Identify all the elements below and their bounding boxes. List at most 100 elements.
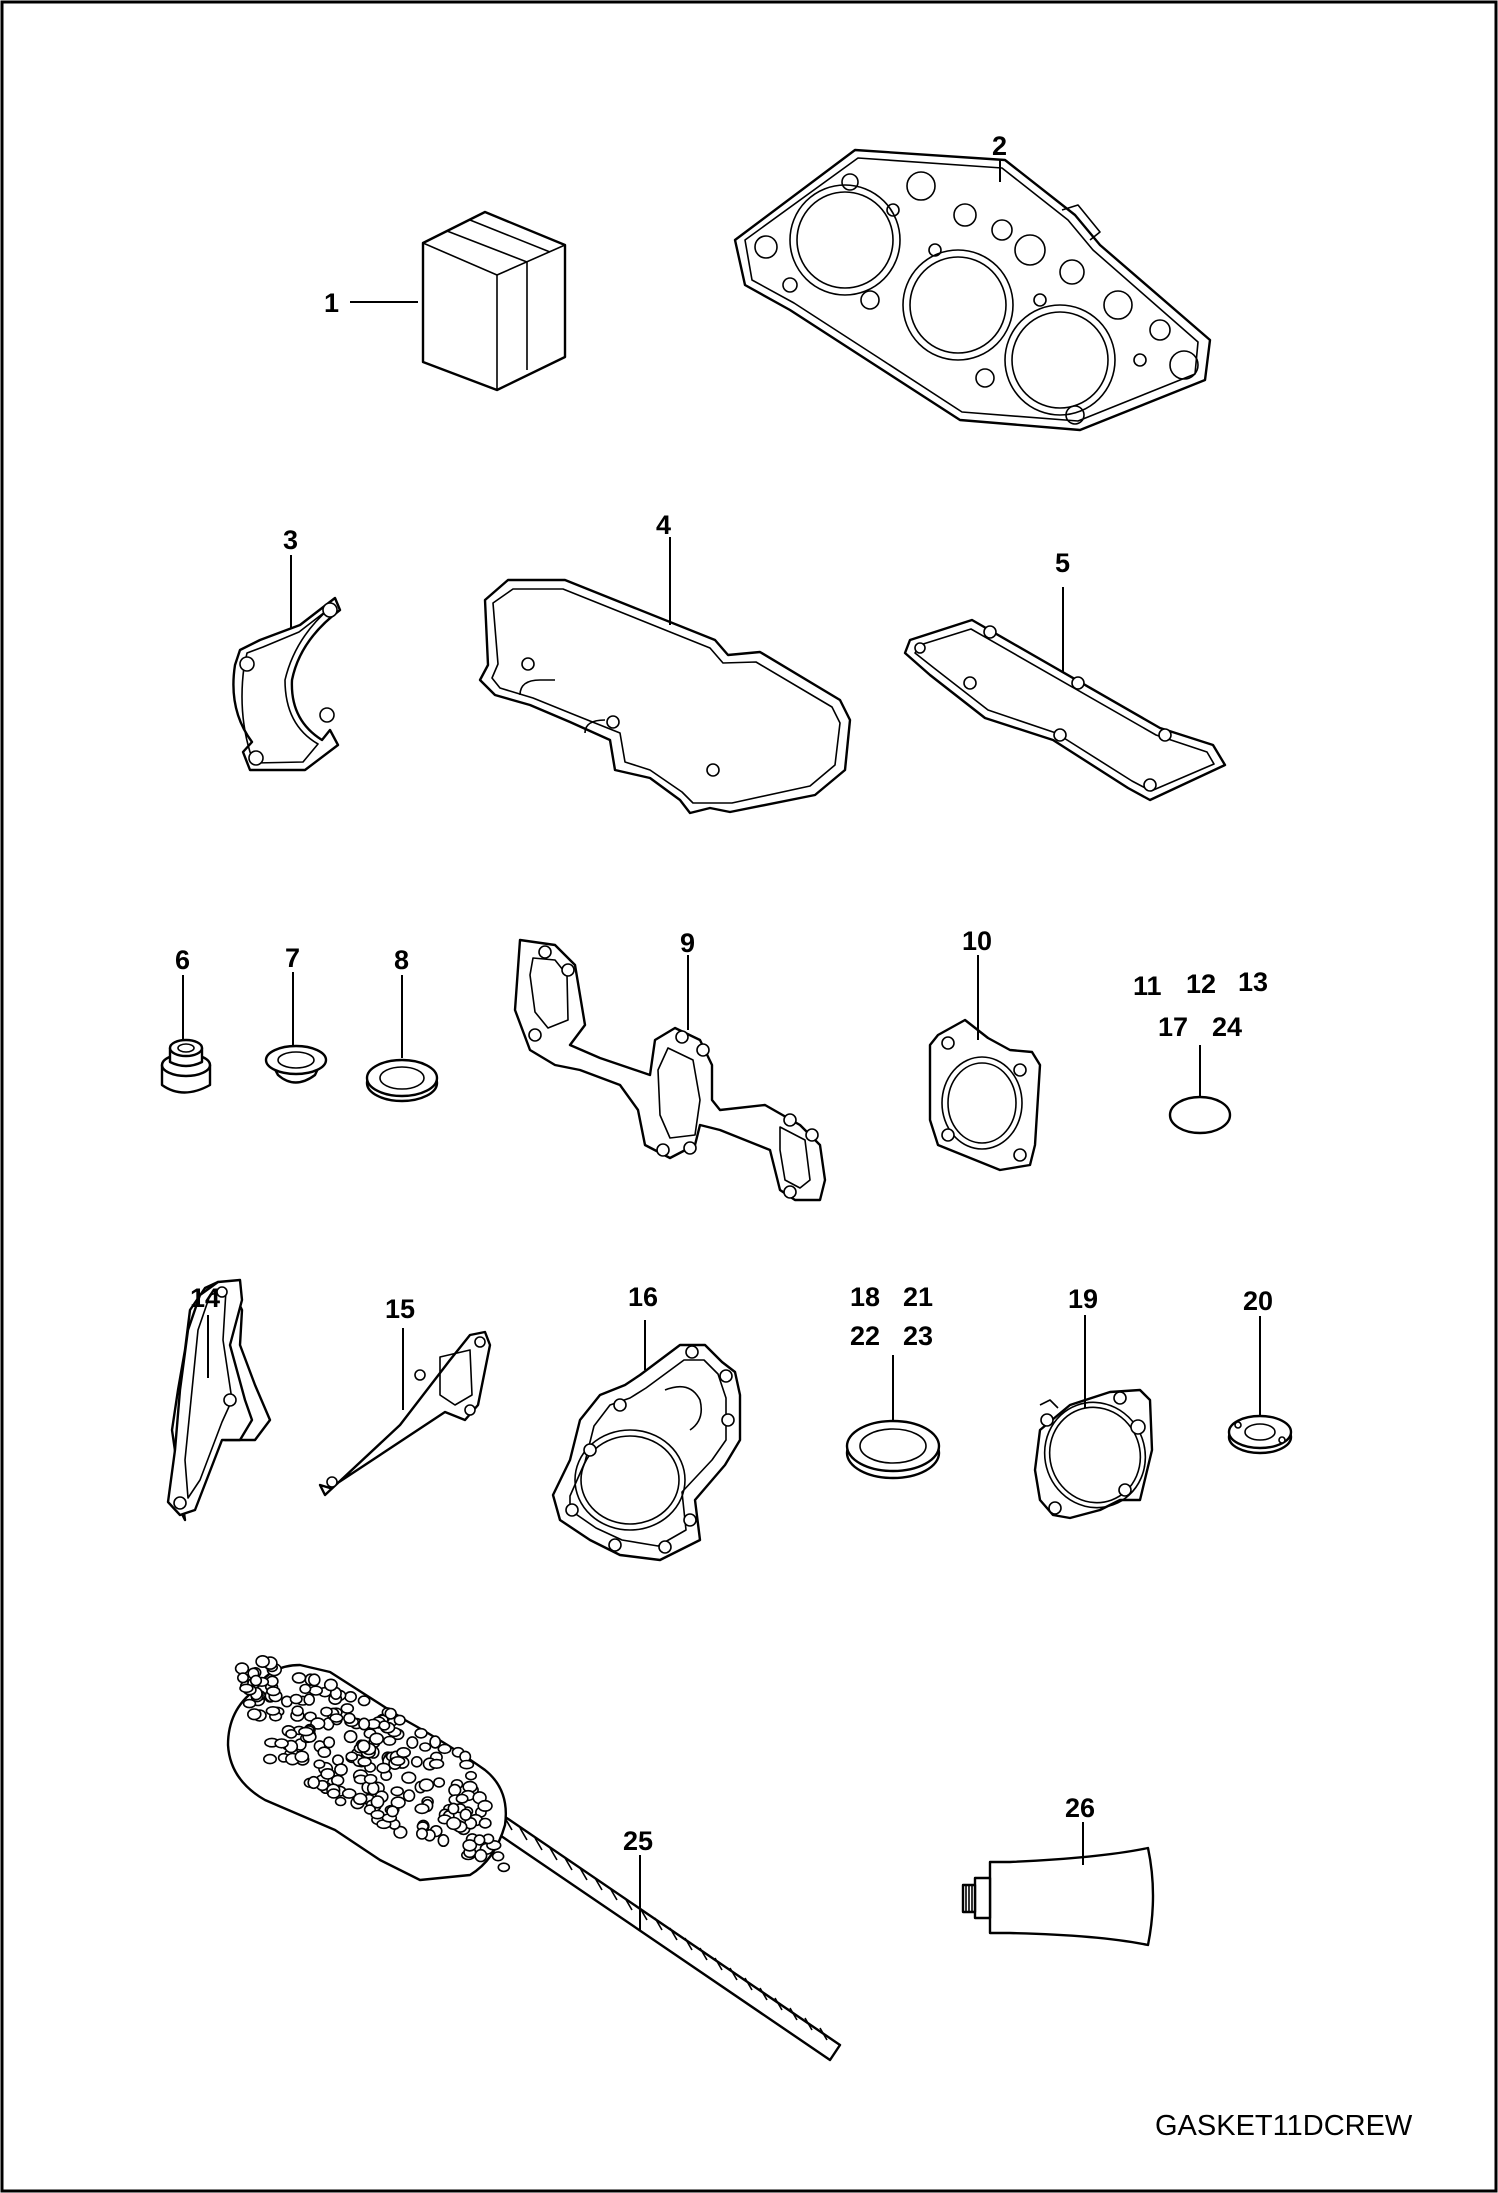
square-flange-gasket-icon xyxy=(928,1018,1042,1172)
callout-1: 1 xyxy=(324,288,339,318)
brush-bristle-bead xyxy=(459,1759,475,1770)
water-pump-gasket-icon xyxy=(551,1343,742,1562)
small-bracket-gasket-icon xyxy=(166,1278,272,1522)
brush-bristle-bead xyxy=(414,1803,430,1815)
brush-bristle-bead xyxy=(393,1825,408,1839)
brush-bristle-bead xyxy=(414,1727,428,1739)
brush-bristle-bead xyxy=(357,1739,371,1753)
brush-bristle-bead xyxy=(369,1732,384,1746)
sealant-tube-icon xyxy=(961,1846,1155,1947)
brush-bristle-bead xyxy=(366,1781,380,1796)
rocker-cover-gasket-icon xyxy=(478,578,852,815)
callout-25: 25 xyxy=(623,1826,653,1856)
callout-7: 7 xyxy=(285,943,300,973)
brush-bristle-bead xyxy=(344,1691,357,1703)
brush-bristle-bead xyxy=(464,1770,477,1781)
brush-bristle-bead xyxy=(386,1805,399,1818)
brush-bristle-bead xyxy=(313,1759,326,1769)
brush-bristle-bead xyxy=(294,1750,310,1763)
brush-bristle-bead xyxy=(262,1753,277,1765)
triangular-gasket-icon xyxy=(318,1330,492,1497)
brush-bristle-bead xyxy=(477,1799,493,1812)
brush-bristle-bead xyxy=(320,1768,336,1780)
flat-washer-icon xyxy=(1227,1414,1293,1455)
brush-bristle-bead xyxy=(340,1703,355,1714)
brush-bristle-bead xyxy=(410,1756,423,1768)
brush-bristle-bead xyxy=(402,1789,416,1802)
brush-bristle-bead xyxy=(327,1788,341,1799)
brush-bristle-bead xyxy=(249,1674,263,1687)
brush-bristle-bead xyxy=(266,1686,281,1697)
brush-bristle-bead xyxy=(234,1662,250,1675)
brush-bristle-bead xyxy=(390,1796,406,1809)
brush-bristle-bead xyxy=(298,1726,314,1737)
c-shaped-gasket-icon xyxy=(232,596,342,772)
brush-bristle-bead xyxy=(320,1706,333,1717)
brush-bristle-bead xyxy=(418,1778,435,1792)
brush-bristle-bead xyxy=(396,1747,411,1759)
callout-16: 16 xyxy=(628,1282,658,1312)
strip-gasket-icon xyxy=(903,618,1227,802)
brush-bristle-bead xyxy=(497,1862,511,1873)
brush-bristle-bead xyxy=(237,1672,250,1684)
exhaust-manifold-gasket-icon xyxy=(513,938,827,1202)
round-flange-gasket-icon xyxy=(1033,1388,1154,1520)
callout-8: 8 xyxy=(394,945,409,975)
brush-bristle-bead xyxy=(491,1851,505,1862)
grommet-icon xyxy=(264,1044,328,1084)
brush-bristle-bead xyxy=(474,1848,488,1863)
brush-bristle-bead xyxy=(358,1717,371,1731)
callout-26: 26 xyxy=(1065,1793,1095,1823)
brush-bristle-bead xyxy=(255,1655,270,1669)
callout-12: 12 xyxy=(1186,969,1216,999)
brush-bristle-bead xyxy=(323,1736,336,1749)
callout-11: 11 xyxy=(1133,971,1162,1001)
brush-bristle-bead xyxy=(376,1762,391,1774)
brush-bristle-bead xyxy=(459,1808,472,1821)
brush-bristle-bead xyxy=(341,1788,357,1799)
brush-bristle-bead xyxy=(317,1746,332,1758)
o-ring-disc-icon xyxy=(1168,1095,1232,1135)
brush-bristle-bead xyxy=(448,1783,462,1797)
cylinder-head-gasket-icon xyxy=(733,148,1212,432)
crush-washer-icon xyxy=(845,1419,941,1480)
callout-3: 3 xyxy=(283,525,298,555)
brush-bristle-bead xyxy=(334,1796,347,1807)
callout-4: 4 xyxy=(656,510,671,540)
callout-18: 18 xyxy=(850,1282,880,1312)
brush-bristle-bead xyxy=(415,1827,428,1840)
brush-bristle-bead xyxy=(329,1713,344,1723)
callout-10: 10 xyxy=(962,926,992,956)
brush-bristle-bead xyxy=(307,1775,321,1790)
brush-bristle-bead xyxy=(401,1771,417,1784)
brush-bristle-bead xyxy=(429,1735,442,1749)
brush-bristle-bead xyxy=(447,1802,460,1815)
brush-bristle-bead xyxy=(299,1683,312,1695)
callout-17: 17 xyxy=(1158,1012,1188,1042)
brush-bristle-bead xyxy=(437,1743,452,1755)
cylinder-hone-brush-icon xyxy=(226,1655,842,2062)
callout-5: 5 xyxy=(1055,548,1070,578)
brush-bristle-bead xyxy=(289,1693,303,1705)
brush-bristle-bead xyxy=(307,1673,321,1687)
callout-9: 9 xyxy=(680,928,695,958)
brush-bristle-bead xyxy=(446,1816,462,1831)
callout-14: 14 xyxy=(190,1283,220,1313)
brush-bristle-bead xyxy=(343,1712,356,1725)
drawing-code: GASKET11DCREW xyxy=(1155,2110,1413,2142)
brush-bristle-bead xyxy=(462,1839,478,1852)
brush-bristle-bead xyxy=(334,1763,348,1777)
brush-bristle-bead xyxy=(343,1729,358,1744)
callout-21: 21 xyxy=(903,1282,933,1312)
brush-bristle-bead xyxy=(265,1706,281,1716)
brush-bristle-bead xyxy=(247,1708,262,1721)
brush-bristle-bead xyxy=(393,1714,406,1726)
callout-13: 13 xyxy=(1238,967,1268,997)
brush-bristle-bead xyxy=(382,1735,397,1746)
brush-bristle-bead xyxy=(433,1777,446,1788)
brush-bristle-bead xyxy=(406,1736,419,1749)
callout-6: 6 xyxy=(175,945,190,975)
callout-24: 24 xyxy=(1212,1012,1242,1042)
brush-bristle-bead xyxy=(308,1685,323,1696)
